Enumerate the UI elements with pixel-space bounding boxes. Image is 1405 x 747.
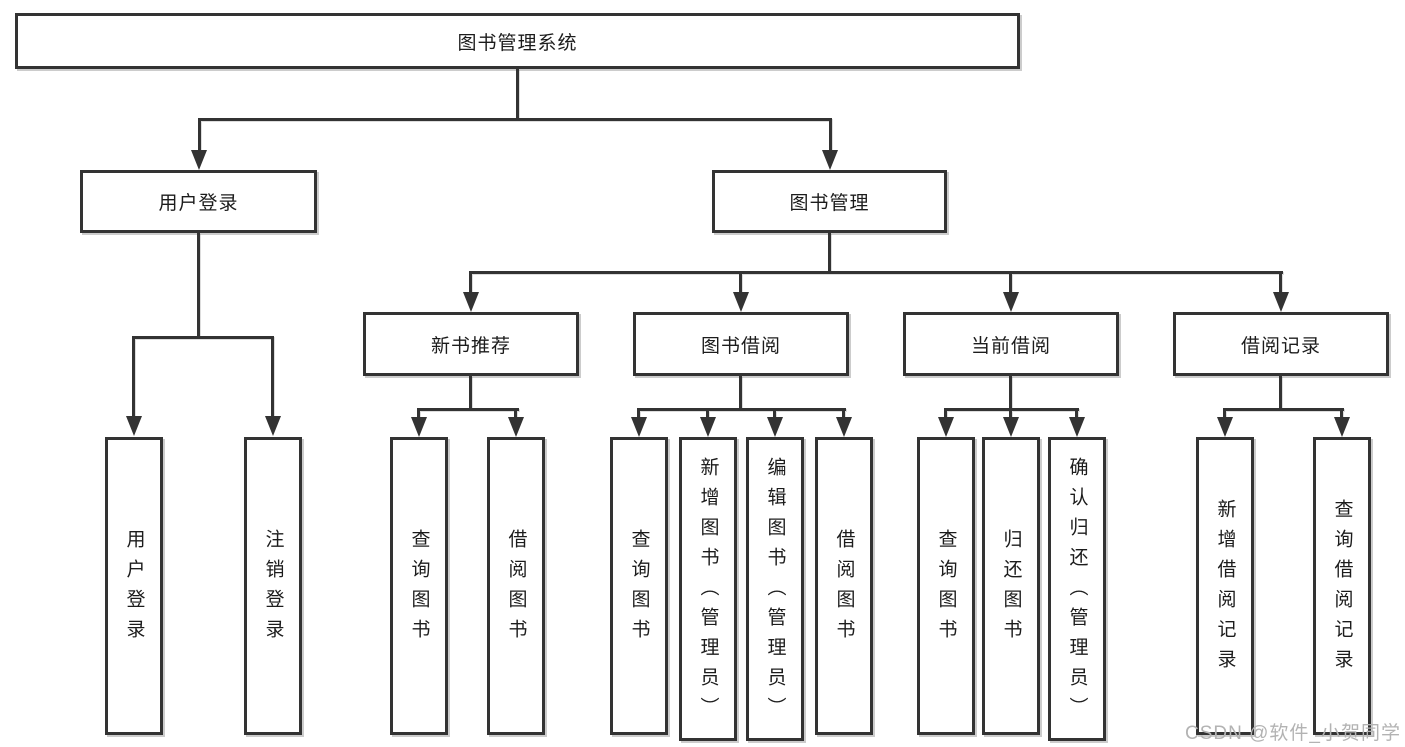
root-label: 图书管理系统 [457,32,578,54]
leaf-borrow-books-box: 借阅图书 [815,437,873,735]
connector-current-drop-1 [944,411,947,419]
connector-mgmt-drop-1 [469,274,472,294]
connector-borrow-drop-2 [706,411,709,419]
root-box-library-system: 图书管理系统 [15,13,1020,69]
group-current-borrow-label: 当前借阅 [970,335,1051,357]
group-borrow-records-box: 借阅记录 [1173,312,1389,376]
arrow-down-icon [938,417,954,437]
connector-mgmt-drop-2 [739,274,742,294]
leaf-return-books-box: 归还图书 [982,437,1040,735]
branch-user-login-box: 用户登录 [80,170,317,233]
leaf-current-query-books-label: 查询图书 [935,529,957,649]
connector-borrow-drop-4 [842,411,845,419]
connector-current-drop-2 [1009,411,1012,419]
connector-recommend-stem [469,376,472,408]
leaf-logout-box: 注销登录 [244,437,302,735]
connector-recommend-drop-1 [417,411,420,419]
connector-borrow-drop-1 [637,411,640,419]
connector-mgmt-bar [469,271,1283,274]
csdn-watermark: CSDN @软件_小贺同学 [1185,723,1401,744]
arrow-down-icon [1069,417,1085,437]
arrow-down-icon [1273,292,1289,312]
branch-book-management-box: 图书管理 [712,170,947,233]
leaf-edit-books-admin-box: 编辑图书（管理员） [746,437,804,741]
connector-borrow-drop-3 [773,411,776,419]
connector-user-drop-2 [271,339,274,418]
arrow-down-icon [733,292,749,312]
leaf-query-borrow-record-box: 查询借阅记录 [1313,437,1371,735]
connector-current-bar [944,408,1079,411]
connector-records-stem [1279,376,1282,408]
connector-root-stem [516,69,519,118]
arrow-down-icon [191,150,207,170]
leaf-recommend-query-books-box: 查询图书 [390,437,448,735]
leaf-borrow-books-label: 借阅图书 [833,529,855,649]
leaf-add-borrow-record-label: 新增借阅记录 [1214,499,1236,679]
leaf-recommend-borrow-books-box: 借阅图书 [487,437,545,735]
arrow-down-icon [411,417,427,437]
connector-records-drop-2 [1340,411,1343,419]
arrow-down-icon [767,417,783,437]
connector-user-bar [132,336,274,339]
leaf-query-borrow-record-label: 查询借阅记录 [1331,499,1353,679]
leaf-edit-books-admin-label: 编辑图书（管理员） [764,457,786,727]
leaf-recommend-query-books-label: 查询图书 [408,529,430,649]
arrow-down-icon [1003,292,1019,312]
leaf-user-login-box: 用户登录 [105,437,163,735]
connector-mgmt-drop-3 [1009,274,1012,294]
leaf-borrow-query-books-box: 查询图书 [610,437,668,735]
group-current-borrow-box: 当前借阅 [903,312,1119,376]
leaf-return-books-label: 归还图书 [1000,529,1022,649]
leaf-confirm-return-admin-label: 确认归还（管理员） [1066,457,1088,727]
connector-records-drop-1 [1223,411,1226,419]
arrow-down-icon [1334,417,1350,437]
connector-mgmt-drop-4 [1279,274,1282,294]
group-new-book-recommend-label: 新书推荐 [430,335,511,357]
arrow-down-icon [508,417,524,437]
arrow-down-icon [1217,417,1233,437]
leaf-recommend-borrow-books-label: 借阅图书 [505,529,527,649]
connector-recommend-bar [417,408,519,411]
connector-user-drop-1 [132,339,135,418]
connector-user-stem [197,233,200,336]
connector-records-bar [1223,408,1344,411]
branch-user-login-label: 用户登录 [158,193,239,214]
leaf-user-login-label: 用户登录 [123,529,145,649]
connector-borrow-bar [637,408,846,411]
leaf-confirm-return-admin-box: 确认归还（管理员） [1048,437,1106,741]
arrow-down-icon [700,417,716,437]
leaf-borrow-query-books-label: 查询图书 [628,529,650,649]
group-new-book-recommend-box: 新书推荐 [363,312,579,376]
arrow-down-icon [1003,417,1019,437]
group-book-borrow-label: 图书借阅 [700,335,781,357]
arrow-down-icon [126,416,142,436]
arrow-down-icon [265,416,281,436]
connector-recommend-drop-2 [514,411,517,419]
arrow-down-icon [631,417,647,437]
arrow-down-icon [822,150,838,170]
connector-root-bar [198,118,832,121]
connector-root-drop-left [198,121,201,152]
connector-current-stem [1009,376,1012,408]
leaf-add-borrow-record-box: 新增借阅记录 [1196,437,1254,735]
group-book-borrow-box: 图书借阅 [633,312,849,376]
leaf-logout-label: 注销登录 [262,529,284,649]
branch-book-management-label: 图书管理 [789,193,870,214]
leaf-current-query-books-box: 查询图书 [917,437,975,735]
arrow-down-icon [836,417,852,437]
connector-root-drop-right [829,121,832,152]
group-borrow-records-label: 借阅记录 [1240,335,1321,357]
connector-current-drop-3 [1075,411,1078,419]
connector-borrow-stem [739,376,742,408]
leaf-add-books-admin-label: 新增图书（管理员） [697,457,719,727]
connector-mgmt-stem [828,233,831,271]
leaf-add-books-admin-box: 新增图书（管理员） [679,437,737,741]
arrow-down-icon [463,292,479,312]
